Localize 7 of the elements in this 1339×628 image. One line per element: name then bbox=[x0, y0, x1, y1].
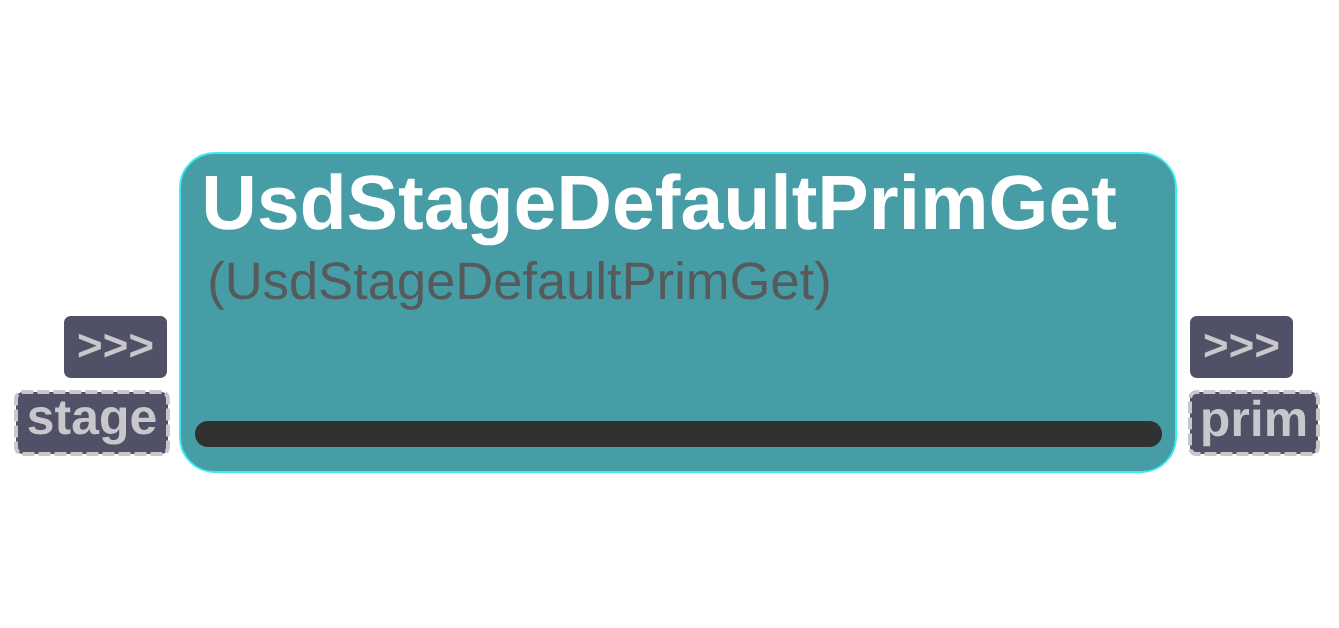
node-subtitle: (UsdStageDefaultPrimGet) bbox=[210, 260, 829, 310]
port-tag: >>> bbox=[64, 316, 167, 378]
node-title: UsdStageDefaultPrimGet bbox=[205, 173, 1116, 246]
port-tag: stage bbox=[14, 390, 170, 456]
port-tag: prim bbox=[1188, 390, 1320, 456]
node-box bbox=[179, 152, 1177, 473]
port-tag: >>> bbox=[1190, 316, 1293, 378]
